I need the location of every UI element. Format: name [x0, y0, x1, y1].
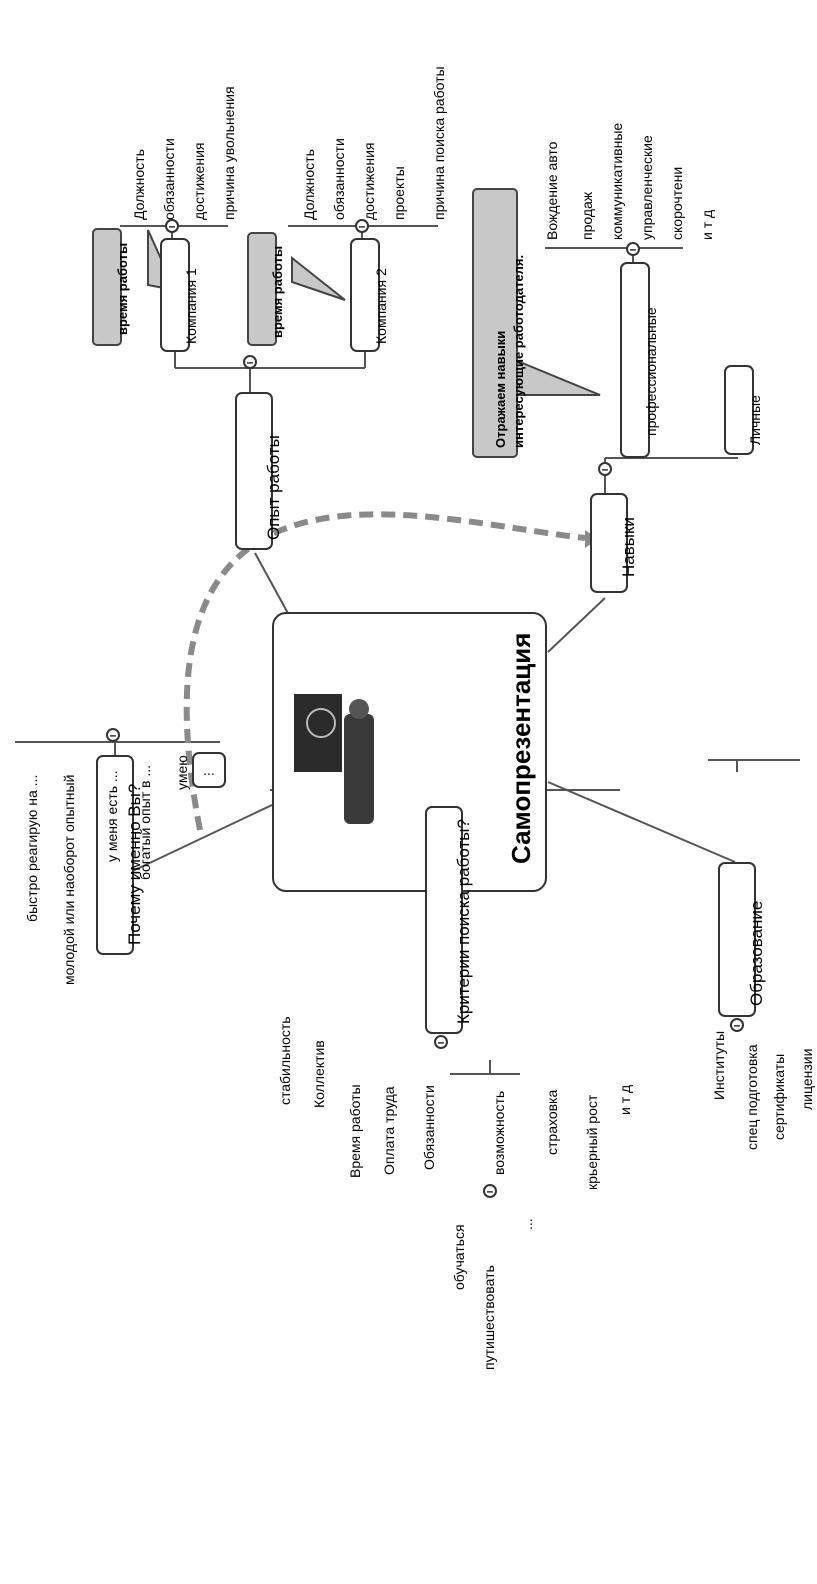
why-item[interactable]: у меня есть ...: [104, 770, 120, 862]
connector-education: [547, 781, 736, 863]
collapse-toggle-opportunity[interactable]: –: [483, 1184, 497, 1198]
opportunity-item[interactable]: путишествовать: [481, 1265, 497, 1370]
education-item[interactable]: Институты: [711, 1030, 727, 1100]
criteria-item[interactable]: возможность: [491, 1090, 507, 1175]
professional-skill-item[interactable]: и т д: [699, 209, 715, 240]
company-2-item[interactable]: проекты: [391, 166, 407, 220]
company-2-item[interactable]: достижения: [361, 142, 377, 220]
central-title: Самопрезентация: [506, 632, 536, 864]
branch-criteria[interactable]: Критерии поиска работы?: [425, 806, 473, 1034]
criteria-item[interactable]: крьерный рост: [584, 1094, 600, 1190]
branch-why-you[interactable]: Почему именно Вы?: [96, 755, 144, 955]
callout-pointer-3: [514, 358, 601, 396]
branch-experience[interactable]: Опыт работы: [235, 392, 283, 550]
collapse-toggle-company-1[interactable]: –: [165, 219, 179, 233]
company-2-item[interactable]: обязанности: [331, 138, 347, 220]
professional-skill-item[interactable]: коммуникативные: [609, 122, 625, 240]
figure-woman-illustration: [294, 694, 384, 834]
why-item[interactable]: молодой или наоборот опытный: [61, 774, 77, 985]
criteria-item[interactable]: Время работы: [347, 1084, 363, 1178]
criteria-item[interactable]: Оплата труда: [381, 1086, 397, 1175]
collapse-toggle-experience[interactable]: –: [243, 355, 257, 369]
company-1-item[interactable]: обязанности: [161, 138, 177, 220]
callout-pointer-2: [291, 255, 346, 301]
criteria-item[interactable]: стабильность: [277, 1016, 293, 1105]
education-item[interactable]: лицензии: [799, 1048, 815, 1110]
opportunity-item[interactable]: ...: [519, 1218, 535, 1230]
central-topic[interactable]: Самопрезентация: [272, 612, 547, 892]
company-1-node[interactable]: Компания 1: [160, 238, 199, 352]
branch-education[interactable]: Образование: [718, 862, 766, 1017]
collapse-toggle-professional[interactable]: –: [626, 242, 640, 256]
education-item[interactable]: спец подготовка: [744, 1044, 760, 1150]
criteria-item[interactable]: и т д: [617, 1084, 633, 1115]
opportunity-item[interactable]: обучаться: [451, 1224, 467, 1290]
callout-company-1-time: время работы: [92, 228, 130, 346]
why-item[interactable]: богатый опыт в ...: [137, 765, 153, 880]
dashed-relation-line: [183, 511, 586, 831]
branch-skills[interactable]: Навыки: [590, 493, 638, 593]
skills-professional-node[interactable]: профессиональные: [620, 262, 659, 458]
callout-skills-note: Отражаем навыки интересующие работодател…: [472, 188, 526, 458]
company-1-item[interactable]: Должность: [131, 149, 147, 220]
collapse-toggle-company-2[interactable]: –: [355, 219, 369, 233]
professional-skill-item[interactable]: Вождение авто: [544, 141, 560, 240]
callout-company-2-time: время работы: [247, 232, 285, 346]
collapse-toggle-skills[interactable]: –: [598, 462, 612, 476]
criteria-item[interactable]: страховка: [544, 1089, 560, 1155]
collapse-toggle-education[interactable]: –: [730, 1018, 744, 1032]
professional-skill-item[interactable]: скорочтени: [669, 166, 685, 240]
professional-skill-item[interactable]: продаж: [579, 191, 595, 240]
professional-skill-item[interactable]: управленческие: [639, 135, 655, 240]
company-2-item[interactable]: Должность: [301, 149, 317, 220]
why-item[interactable]: быстро реагирую на ...: [24, 774, 40, 922]
collapse-toggle-criteria[interactable]: –: [434, 1035, 448, 1049]
connector-experience: [254, 552, 291, 618]
skills-personal-node[interactable]: Личные: [724, 365, 763, 455]
company-2-item[interactable]: причина поиска работы: [431, 66, 447, 220]
company-2-node[interactable]: Компания 2: [350, 238, 389, 352]
collapse-toggle-why-you[interactable]: –: [106, 728, 120, 742]
company-1-item[interactable]: причина увольнения: [221, 86, 237, 220]
criteria-item[interactable]: Обязанности: [421, 1085, 437, 1170]
company-1-item[interactable]: достижения: [191, 142, 207, 220]
education-item[interactable]: сертификаты: [771, 1053, 787, 1140]
why-item-ellipsis[interactable]: ...: [192, 752, 226, 788]
criteria-item[interactable]: Коллектив: [311, 1040, 327, 1108]
connector-why: [119, 804, 273, 878]
why-item[interactable]: умею: [174, 755, 190, 790]
connector-skills: [547, 597, 606, 653]
